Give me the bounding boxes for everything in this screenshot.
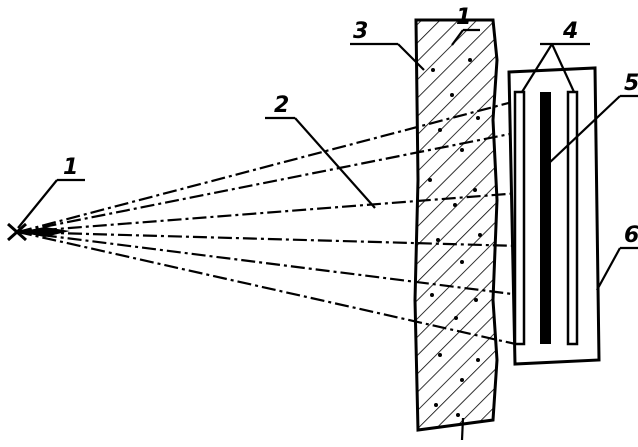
label-cassette: 6 [624,223,638,248]
leader-lines [17,28,638,441]
label-source: 1 [63,155,78,180]
label-object: 3 [353,19,368,44]
x-ray-film [540,92,551,344]
intensifying-screens [513,90,579,346]
inspected-object [413,18,499,432]
label-screens: 4 [562,19,578,44]
label-film: 5 [624,71,638,96]
label-object-top: 1 [456,5,471,30]
label-beam: 2 [274,93,289,118]
